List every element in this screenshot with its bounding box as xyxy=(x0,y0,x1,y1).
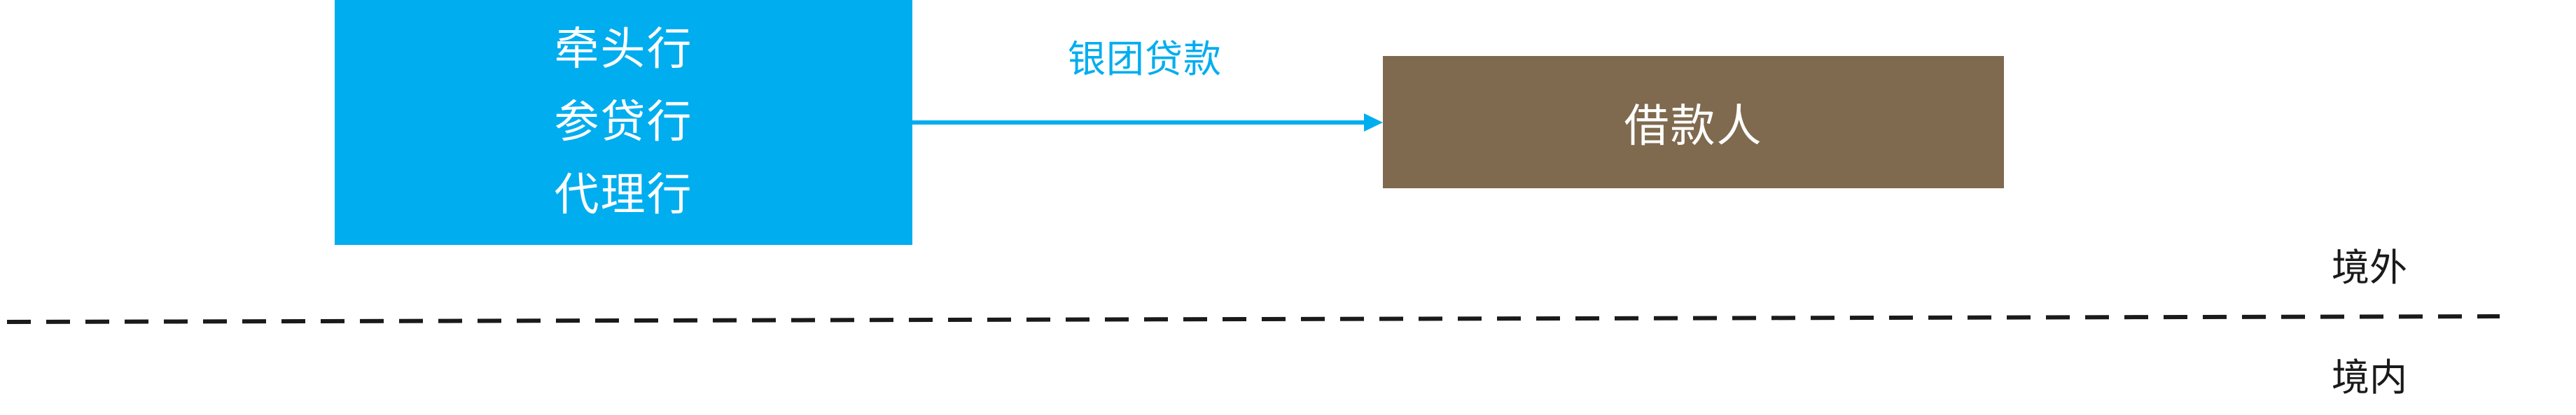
participating-bank-label: 参贷行 xyxy=(554,97,693,148)
offshore-region-label: 境外 xyxy=(2332,246,2407,290)
loan-flow-arrowhead xyxy=(1364,113,1383,132)
border-dashed-line xyxy=(6,314,2500,324)
lead-bank-label: 牵头行 xyxy=(554,24,693,76)
borrower-box: 借款人 xyxy=(1383,56,2004,188)
borrower-label: 借款人 xyxy=(1624,100,1763,153)
agent-bank-label: 代理行 xyxy=(554,169,693,221)
syndicated-loan-label: 银团贷款 xyxy=(1068,37,1222,81)
onshore-region-label: 境内 xyxy=(2332,356,2407,400)
lender-banks-box: 牵头行 参贷行 代理行 xyxy=(335,0,912,245)
